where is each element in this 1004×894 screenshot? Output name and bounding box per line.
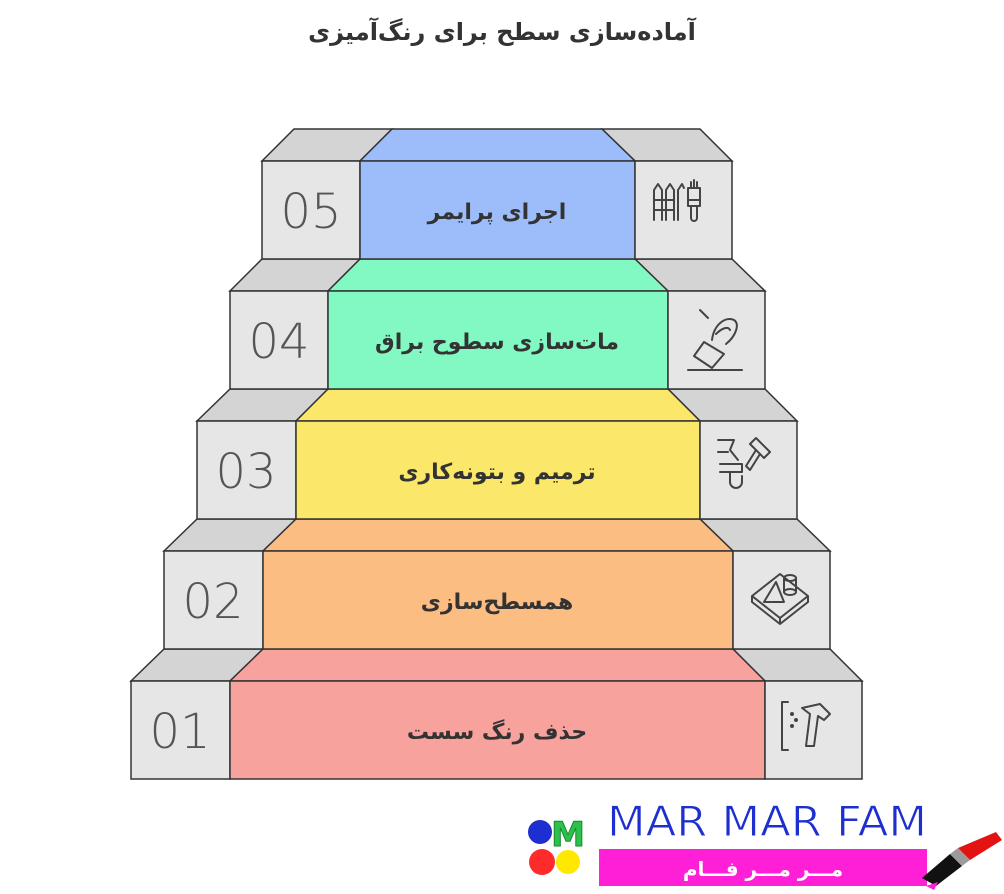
brand-logo: M MAR MAR FAM مـــر مـــر فـــام xyxy=(528,797,1002,890)
primer-brush-icon xyxy=(653,179,701,222)
step-05-label: اجرای پرایمر xyxy=(427,200,567,225)
step-01-right-face xyxy=(764,680,863,780)
step-04: 04 مات‌سازی سطوح براق xyxy=(228,258,767,390)
step-02-label: همسطح‌سازی xyxy=(421,590,573,615)
step-04-center-face xyxy=(327,290,669,390)
leveling-shapes-icon xyxy=(751,573,809,625)
repair-trowel-icon xyxy=(717,437,771,489)
step-05-right-face xyxy=(634,160,733,260)
step-02-number: 02 xyxy=(182,574,243,630)
step-05-center-face xyxy=(359,160,636,260)
step-01: 01 حذف رنگ سست xyxy=(129,648,864,780)
step-02-center-top xyxy=(261,518,735,552)
step-02-center-face xyxy=(262,550,734,650)
logo-text-fa: مـــر مـــر فـــام xyxy=(683,857,843,881)
logo-pink-band xyxy=(599,849,927,886)
logo-dot-red xyxy=(529,849,555,875)
step-03-center-face xyxy=(295,420,701,520)
logo-dot-blue xyxy=(528,820,552,844)
step-03-number: 03 xyxy=(215,444,276,500)
step-03-label: ترمیم و بتونه‌کاری xyxy=(398,460,595,485)
step-02-right-face xyxy=(732,550,831,650)
step-05: 05 اجرای پرایمر xyxy=(260,128,734,260)
step-04-number: 04 xyxy=(248,314,309,370)
step-03: 03 ترمیم و بتونه‌کاری xyxy=(195,388,799,520)
step-04-left-face xyxy=(229,290,329,390)
paint-brush-icon xyxy=(922,832,1002,890)
logo-text-en: MAR MAR FAM xyxy=(607,797,927,846)
step-01-label: حذف رنگ سست xyxy=(407,718,587,745)
logo-dot-yellow xyxy=(556,850,580,874)
step-04-right-face xyxy=(667,290,766,390)
step-02: 02 همسطح‌سازی xyxy=(162,518,832,650)
step-03-center-top xyxy=(294,388,702,422)
step-04-label: مات‌سازی سطوح براق xyxy=(375,330,619,355)
step-01-center-top xyxy=(228,648,767,682)
scraper-hammer-icon xyxy=(781,701,831,751)
step-04-center-top xyxy=(326,258,670,292)
page-title: آماده‌سازی سطح برای رنگ‌آمیزی xyxy=(308,18,696,46)
step-03-right-face xyxy=(699,420,798,520)
step-01-number: 01 xyxy=(149,704,210,760)
step-05-number: 05 xyxy=(280,184,341,240)
logo-badge-m: M xyxy=(551,815,585,855)
sanding-block-icon xyxy=(687,309,743,371)
step-05-center-top xyxy=(358,128,637,162)
step-01-left-face xyxy=(130,680,231,780)
step-01-center-face xyxy=(229,680,766,780)
step-03-left-face xyxy=(196,420,297,520)
